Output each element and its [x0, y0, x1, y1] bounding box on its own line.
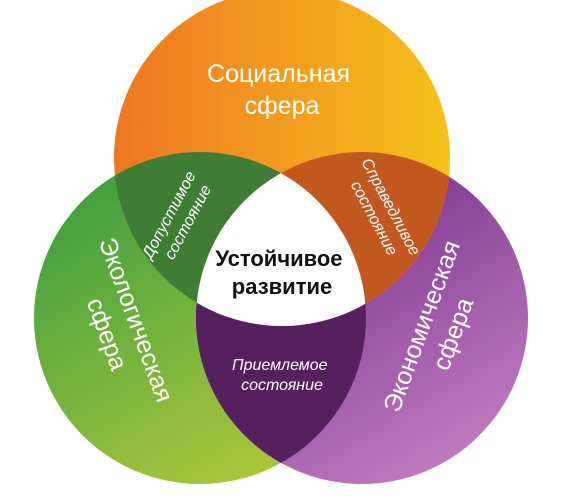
- overlap-ecological-economic-line1: Приемлемое: [232, 357, 328, 374]
- center-label-line2: развитие: [232, 274, 332, 299]
- overlap-ecological-economic-label: Приемлемое состояние: [232, 357, 332, 394]
- social-sphere-label: Социальная сфера: [207, 60, 357, 120]
- center-label: Устойчивое развитие: [215, 246, 348, 299]
- social-sphere-label-line1: Социальная: [207, 60, 350, 88]
- overlap-ecological-economic-line2: состояние: [241, 377, 323, 394]
- center-label-line1: Устойчивое: [215, 246, 342, 271]
- social-sphere-label-line2: сфера: [245, 92, 320, 120]
